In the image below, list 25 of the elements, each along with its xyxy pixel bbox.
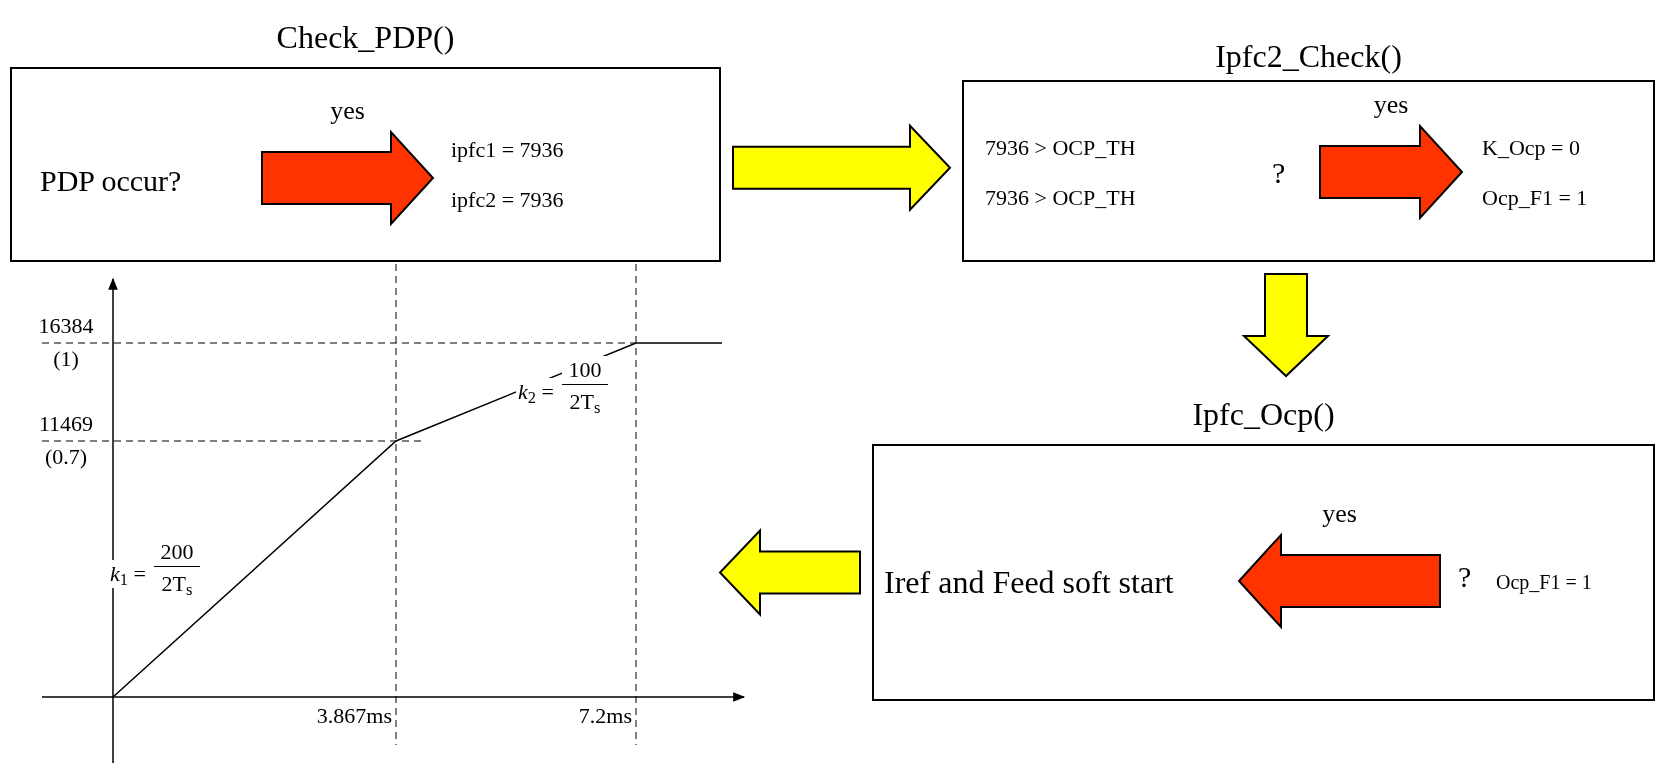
node-text: ? [1458,559,1472,595]
node-text: ipfc2 = 7936 [451,186,564,214]
node-text: ? [1272,155,1286,191]
block-arrow [732,123,952,213]
slope-symbol: k$_{2}$ = [516,378,556,406]
node-text: PDP occur? [40,163,182,199]
node-text: Ocp_F1 = 1 [1482,184,1588,212]
node-text: 7936 > OCP_TH [985,184,1136,212]
slope-symbol: k$_{1}$ = [108,560,148,588]
block-arrow [261,129,435,227]
time-value: 7.2ms [577,702,632,730]
function-title: Ipfc2_Check() [1215,37,1402,76]
function-title: Ipfc_Ocp() [1192,395,1335,434]
function-title: Check_PDP() [276,18,455,57]
slope-numerator: 100 [562,356,608,385]
block-arrow [718,528,861,617]
block-arrow [1319,123,1464,221]
node-text: Ocp_F1 = 1 [1496,570,1592,595]
node-text: K_Ocp = 0 [1482,134,1580,162]
block-arrow [1241,273,1331,378]
block-arrow [1237,532,1441,630]
time-value: 3.867ms [315,702,392,730]
node-text: 7936 > OCP_TH [985,134,1136,162]
node-text: ipfc1 = 7936 [451,136,564,164]
node-text: Iref and Feed soft start [884,563,1174,602]
